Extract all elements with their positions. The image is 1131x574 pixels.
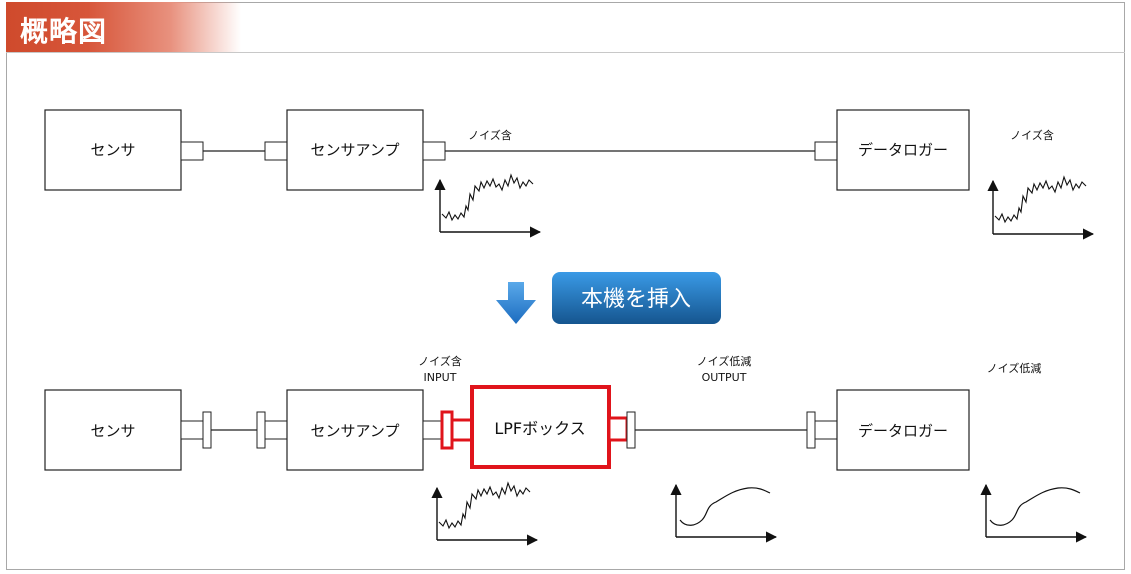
output-noise-label: ノイズ低減 xyxy=(697,354,752,368)
bottom-sensor-connector xyxy=(180,420,204,440)
down-arrow-icon xyxy=(496,282,536,324)
top-noisy-signal-graph-right xyxy=(987,175,1095,240)
lpf-out-connector xyxy=(607,416,629,442)
top-noise-label-right: ノイズ含 xyxy=(1010,128,1054,142)
top-amp-label: センサアンプ xyxy=(311,141,400,159)
output-smooth-signal-graph xyxy=(670,483,778,543)
logger-smooth-signal-graph xyxy=(980,483,1088,543)
bottom-amp-out-connector xyxy=(422,420,442,440)
section-title: 概略図 xyxy=(20,15,108,48)
input-noise-label: ノイズ含 xyxy=(418,354,462,368)
lpf-out-flange xyxy=(626,411,636,449)
output-port-label: OUTPUT xyxy=(702,371,747,384)
header-divider xyxy=(6,52,1125,53)
insert-label: 本機を挿入 xyxy=(581,287,691,312)
top-noise-label-mid: ノイズ含 xyxy=(468,128,512,142)
right-noise-reduced-label: ノイズ低減 xyxy=(987,361,1042,375)
top-sensor-label: センサ xyxy=(90,141,135,159)
lpf-label: LPFボックス xyxy=(494,419,585,438)
bottom-amp-in-flange xyxy=(256,411,266,449)
bottom-logger-connector xyxy=(814,420,838,440)
top-amp-box xyxy=(286,109,424,191)
top-logger-label: データロガー xyxy=(858,141,948,159)
bottom-sensor-label: センサ xyxy=(90,422,135,440)
top-logger-box xyxy=(836,109,970,191)
top-sensor-box xyxy=(44,109,182,191)
lpf-in-connector xyxy=(450,418,474,442)
input-port-label: INPUT xyxy=(424,371,457,384)
bottom-amp-label: センサアンプ xyxy=(311,422,400,440)
input-noisy-signal-graph xyxy=(431,481,539,546)
top-sensor-connector xyxy=(180,141,204,161)
section-header: 概略図 xyxy=(6,2,241,52)
bottom-sensor-connector-flange xyxy=(202,411,212,449)
bottom-sensor-box xyxy=(44,389,182,471)
lpf-box xyxy=(470,385,611,469)
top-amp-out-connector xyxy=(422,141,446,161)
bottom-logger-label: データロガー xyxy=(858,422,948,440)
bottom-logger-flange xyxy=(806,411,816,449)
insert-badge xyxy=(552,272,721,324)
bottom-amp-in-connector xyxy=(264,420,288,440)
bottom-amp-box xyxy=(286,389,424,471)
top-amp-in-connector xyxy=(264,141,288,161)
top-logger-connector xyxy=(814,141,838,161)
top-noisy-signal-graph-mid xyxy=(434,173,542,238)
bottom-logger-box xyxy=(836,389,970,471)
